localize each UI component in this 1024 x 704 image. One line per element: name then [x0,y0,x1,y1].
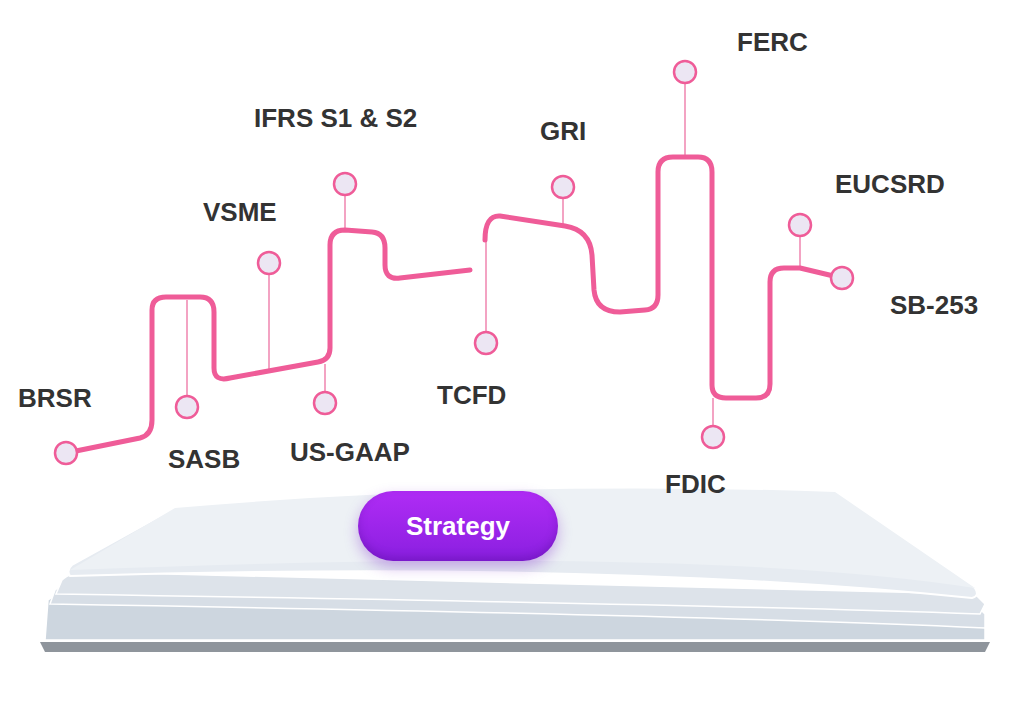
standard-label: TCFD [437,381,506,410]
standard-label: IFRS S1 & S2 [254,104,417,133]
standard-label: EUCSRD [835,170,945,199]
stack-shadow [40,642,990,652]
leader-line [485,238,487,332]
leader-line [799,236,801,268]
top-sheet [68,488,977,598]
node-text: Strategy [406,511,510,542]
leader-line [712,398,714,426]
timeline-path [66,230,470,453]
marker-dot [552,176,574,198]
leader-line [562,198,564,225]
markers [55,61,853,464]
leader-line [684,83,686,158]
timeline-path [485,157,842,398]
marker-dot [334,173,356,195]
marker-dot [176,396,198,418]
standard-label: VSME [203,198,277,227]
strategy-pill: Strategy [358,491,558,561]
leader-line [324,364,326,392]
standard-label: SASB [168,445,240,474]
paper-stack [40,488,990,652]
top-sheet-face [70,488,975,588]
marker-dot [55,442,77,464]
leader-lines [187,83,800,426]
marker-dot [475,332,497,354]
marker-dot [831,267,853,289]
marker-dot [702,426,724,448]
leader-line [186,300,188,396]
standard-label: US-GAAP [290,438,410,467]
leader-line [344,195,346,232]
standard-label: BRSR [18,384,92,413]
marker-dot [789,214,811,236]
standard-label: SB-253 [890,291,978,320]
leader-line [268,274,270,372]
standard-label: GRI [540,117,586,146]
marker-dot [258,252,280,274]
standard-label: FERC [737,28,808,57]
marker-dot [674,61,696,83]
marker-dot [314,392,336,414]
standard-label: FDIC [665,470,726,499]
